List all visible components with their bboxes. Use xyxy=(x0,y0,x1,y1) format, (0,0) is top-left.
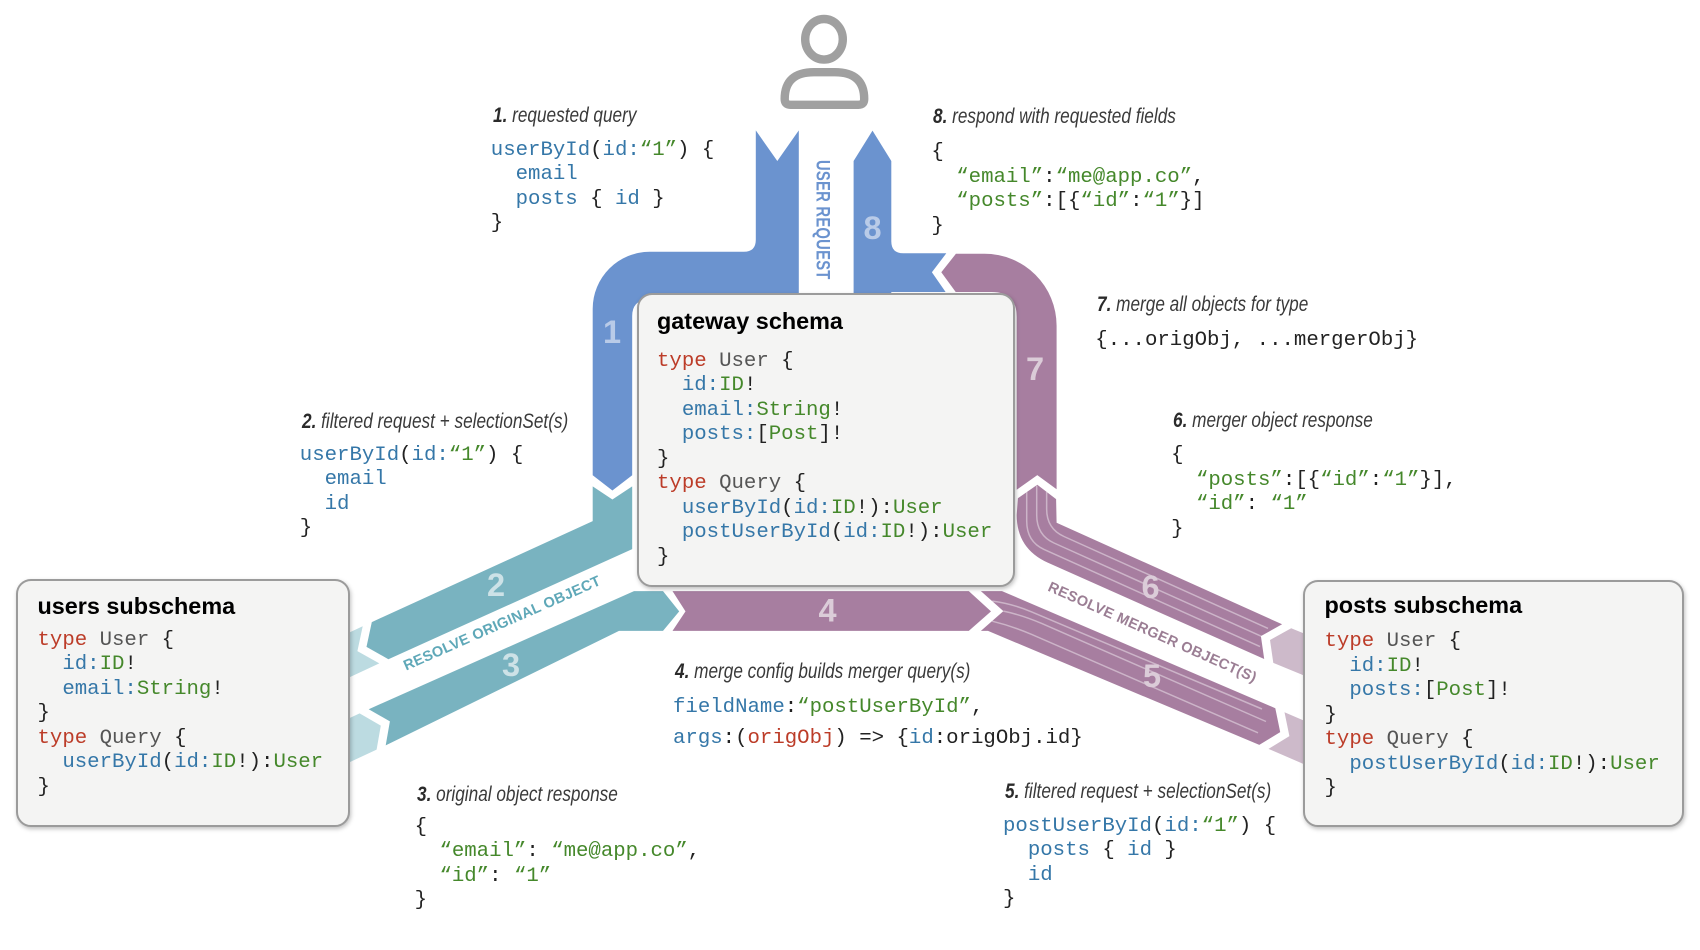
svg-text:USER REQUEST: USER REQUEST xyxy=(812,160,833,280)
svg-text:7: 7 xyxy=(1026,351,1044,387)
svg-text:8: 8 xyxy=(863,210,881,246)
svg-text:4: 4 xyxy=(818,593,836,629)
svg-text:6: 6 xyxy=(1141,569,1159,605)
svg-text:2: 2 xyxy=(487,567,505,603)
svg-text:1: 1 xyxy=(603,314,621,350)
svg-text:3: 3 xyxy=(502,647,520,683)
svg-text:5: 5 xyxy=(1143,658,1161,694)
